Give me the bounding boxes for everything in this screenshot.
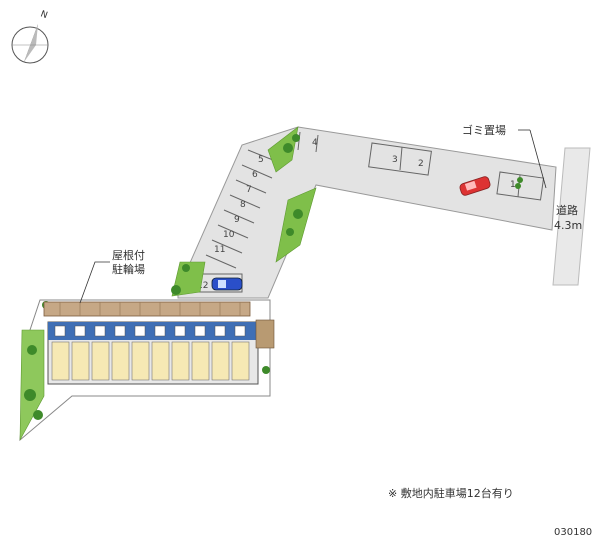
- spot-4: 4: [312, 138, 318, 148]
- apartment-units: [51, 341, 250, 381]
- bike-leader: [79, 261, 110, 304]
- public-road: [552, 147, 591, 286]
- garbage-leader-2: [529, 129, 547, 189]
- blue-car-icon: [211, 277, 243, 291]
- compass-needle-south: [24, 24, 38, 62]
- garbage-label: ゴミ置場: [462, 123, 506, 137]
- spot-12: 12: [197, 281, 208, 291]
- property-code: 030180: [554, 527, 592, 538]
- spot-8: 8: [240, 200, 246, 210]
- lot-greenery: [19, 329, 45, 441]
- parking-spot-numbers: 1 2 3 4 5 6 7 8 9 10 11 12: [197, 138, 516, 291]
- parking-note: ※ 敷地内駐車場12台有り: [388, 486, 514, 500]
- unit-doors: [54, 325, 246, 337]
- compass-north-label: N: [39, 9, 49, 21]
- driveway: [177, 126, 557, 299]
- road-label-line1: 道路: [556, 203, 578, 217]
- spot-11: 11: [214, 245, 225, 255]
- road-label-line2: 4.3m: [554, 219, 582, 232]
- spot-3: 3: [392, 155, 398, 165]
- bike-stripes: [59, 302, 241, 316]
- spot-7: 7: [246, 185, 252, 195]
- covered-bicycle-parking: [43, 301, 251, 317]
- spot-10: 10: [223, 230, 235, 240]
- compass: N: [11, 9, 49, 64]
- red-car-icon: [459, 176, 491, 196]
- spot-5: 5: [258, 155, 264, 165]
- building-stairs: [255, 319, 275, 349]
- green-areas: [171, 126, 317, 297]
- spot-2: 2: [418, 159, 424, 169]
- spot-6: 6: [252, 170, 258, 180]
- spot-9: 9: [234, 215, 240, 225]
- spot-1: 1: [510, 180, 516, 190]
- bike-label-line1: 屋根付: [112, 248, 145, 262]
- bike-label-line2: 駐輪場: [112, 262, 145, 276]
- tree-clusters: [171, 134, 523, 295]
